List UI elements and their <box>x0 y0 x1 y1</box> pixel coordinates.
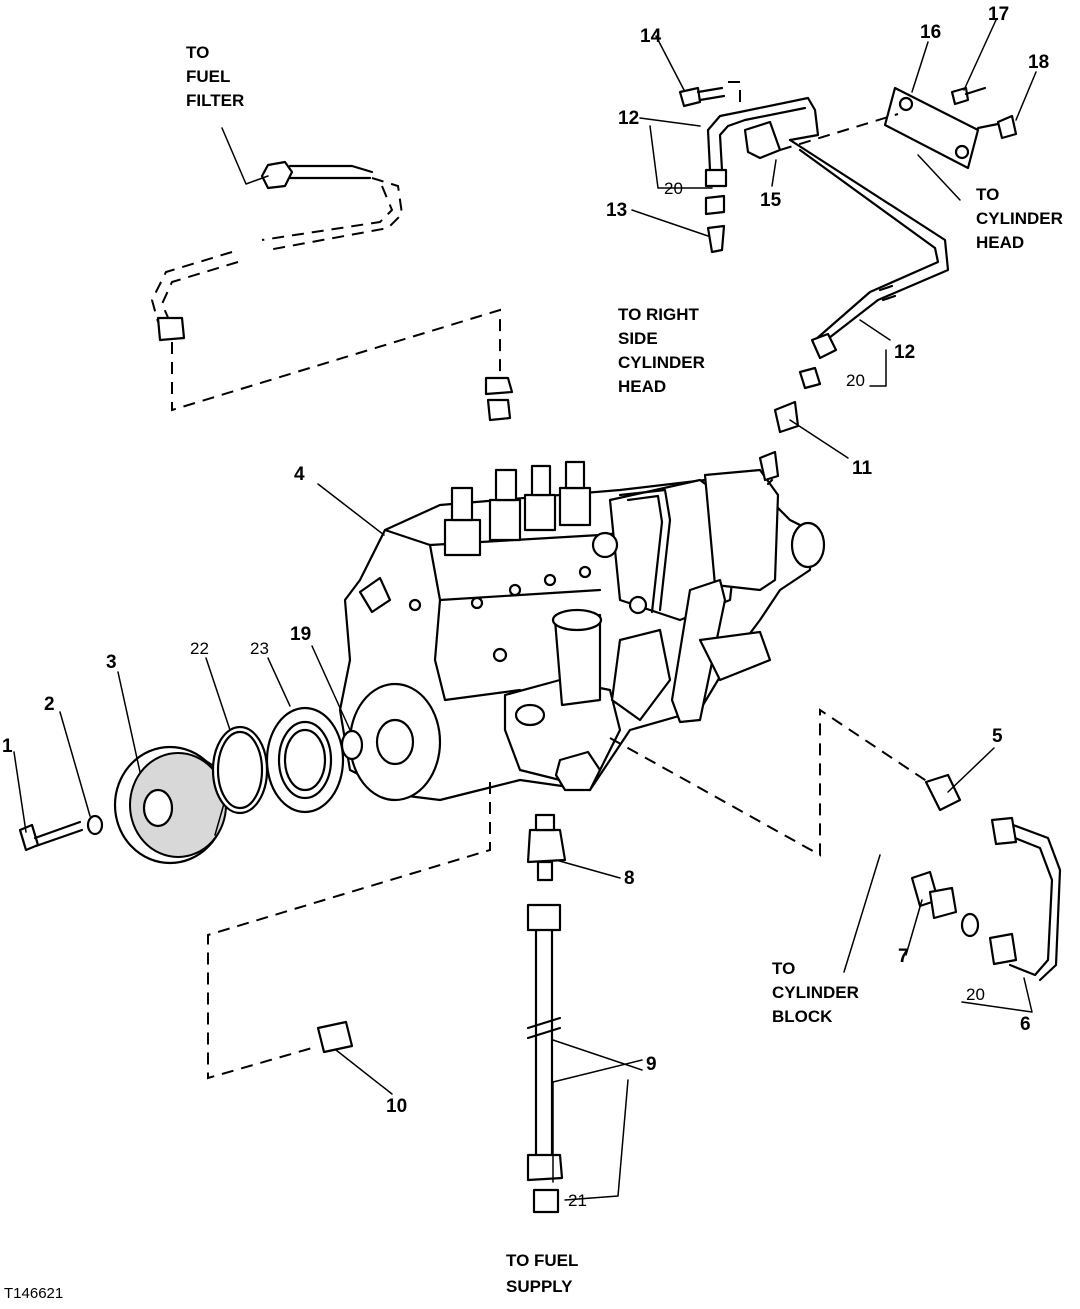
label-cylinder-block-2: CYLINDER <box>772 983 859 1002</box>
label-fuel-supply-2: SUPPLY <box>506 1277 573 1296</box>
destination-labels: TO FUEL FILTER TO RIGHT SIDE CYLINDER HE… <box>4 43 1063 1302</box>
callout-14: 14 <box>640 26 662 47</box>
callout-12a: 12 <box>618 108 639 129</box>
label-cylinder-block-1: TO <box>772 959 795 978</box>
injection-pump <box>338 460 826 802</box>
label-to-fuel-filter-1: TO <box>186 43 209 62</box>
label-to-fuel-filter-2: FUEL <box>186 67 230 86</box>
callout-13: 13 <box>606 200 627 221</box>
label-cylinder-head-3: HEAD <box>976 233 1024 252</box>
callout-4: 4 <box>294 464 305 485</box>
callout-7: 7 <box>898 946 909 967</box>
figure-id: T146621 <box>4 1285 63 1302</box>
label-cylinder-head-1: TO <box>976 185 999 204</box>
return-line-assembly <box>678 81 1018 486</box>
callout-6: 6 <box>1020 1014 1031 1035</box>
callout-12b: 12 <box>894 342 915 363</box>
fuel-filter-line <box>150 160 514 422</box>
callout-20c: 20 <box>966 985 985 1004</box>
label-right-side-head-4: HEAD <box>618 377 666 396</box>
leader-lines <box>13 19 1037 1201</box>
callout-5: 5 <box>992 726 1003 747</box>
callout-2: 2 <box>44 694 55 715</box>
callout-15: 15 <box>760 190 782 211</box>
callout-10: 10 <box>386 1096 407 1117</box>
cylinder-block-line <box>609 708 1062 982</box>
callout-11: 11 <box>852 458 873 479</box>
callout-19: 19 <box>290 624 311 645</box>
callout-17: 17 <box>988 4 1009 25</box>
label-fuel-supply-1: TO FUEL <box>506 1251 578 1270</box>
fuel-supply-line <box>207 782 567 1214</box>
callout-8: 8 <box>624 868 635 889</box>
label-cylinder-head-2: CYLINDER <box>976 209 1063 228</box>
callout-numbers: 1 2 3 4 5 6 7 8 9 10 11 12 12 13 14 15 1… <box>2 4 1049 1210</box>
callout-18: 18 <box>1028 52 1049 73</box>
drive-gear-stack <box>18 706 364 865</box>
label-right-side-head-2: SIDE <box>618 329 658 348</box>
label-right-side-head-3: CYLINDER <box>618 353 705 372</box>
label-right-side-head-1: TO RIGHT <box>618 305 700 324</box>
callout-20a: 20 <box>664 179 683 198</box>
label-to-fuel-filter-3: FILTER <box>186 91 244 110</box>
callout-3: 3 <box>106 652 117 673</box>
callout-1: 1 <box>2 736 13 757</box>
callout-23: 23 <box>250 639 269 658</box>
callout-22: 22 <box>190 639 209 658</box>
callout-21: 21 <box>568 1191 587 1210</box>
label-cylinder-block-3: BLOCK <box>772 1007 833 1026</box>
callout-16: 16 <box>920 22 941 43</box>
callout-20b: 20 <box>846 371 865 390</box>
callout-9: 9 <box>646 1054 657 1075</box>
